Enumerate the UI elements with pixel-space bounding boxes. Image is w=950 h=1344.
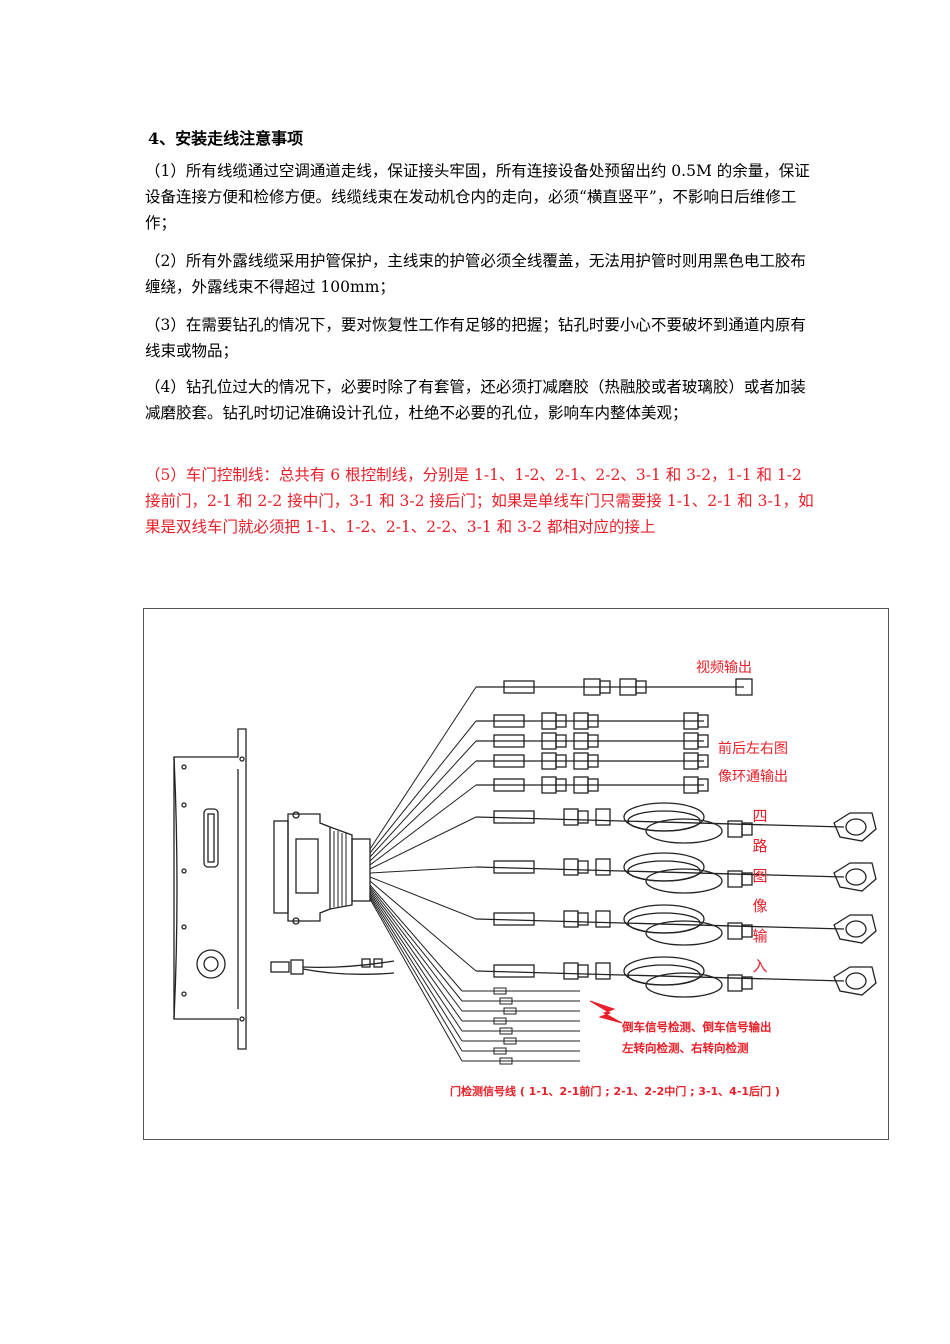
wiring-diagram-drawing (173, 678, 877, 1065)
four-way-char: 像 (752, 897, 768, 915)
paragraph-1: （1）所有线缆通过空调通道走线，保证接头牢固，所有连接设备处预留出约 0.5M … (145, 162, 810, 232)
signal-wires (462, 987, 580, 1065)
paragraph-4: （4）钻孔位过大的情况下，必要时除了有套管，还必须打减磨胶（热融胶或者玻璃胶）或… (145, 378, 806, 422)
four-way-char: 入 (752, 957, 768, 975)
four-way-char: 图 (752, 867, 768, 885)
surround-output-label-line2: 像环通输出 (718, 769, 788, 785)
paragraph-5-highlight: （5）车门控制线：总共有 6 根控制线，分别是 1-1、1-2、2-1、2-2、… (145, 466, 814, 536)
four-way-input-label: 四 路 图 像 输 入 (750, 801, 770, 981)
wiring-diagram: 视频输出 前后左右图 像环通输出 四 路 图 像 输 入 倒车信号检测、倒车信号… (143, 608, 889, 1140)
camera-input-cables (475, 802, 877, 998)
four-way-char: 路 (752, 837, 768, 855)
video-output-label: 视频输出 (696, 660, 752, 676)
surround-out-cables (476, 712, 709, 794)
power-plug (270, 958, 395, 975)
four-way-char: 四 (752, 807, 768, 825)
door-signal-label: 门检测信号线 ( 1-1、2-1前门 ; 2-1、2-2中门 ; 3-1、4-1… (450, 1085, 780, 1098)
paragraph-2: （2）所有外露线缆采用护管保护，主线束的护管必须全线覆盖，无法用护管时则用黑色电… (145, 252, 806, 296)
paragraph-3: （3）在需要钻孔的情况下，要对恢复性工作有足够的把握；钻孔时要小心不要破坏到通道… (145, 316, 806, 360)
video-out-cable (476, 678, 753, 696)
four-way-char: 输 (752, 927, 768, 945)
surround-output-label: 前后左右图 像环通输出 (718, 735, 788, 791)
turn-signal-label: 左转向检测、右转向检测 (622, 1041, 749, 1055)
db-connector (273, 811, 371, 925)
section-heading: 4、安装走线注意事项 (148, 129, 304, 148)
reverse-signal-label: 倒车信号检测、倒车信号输出 (622, 1020, 772, 1034)
fanout-wires (369, 686, 477, 1062)
lightning-icon (589, 1000, 623, 1024)
surround-output-label-line1: 前后左右图 (718, 741, 788, 757)
recorder-unit (173, 728, 247, 1050)
